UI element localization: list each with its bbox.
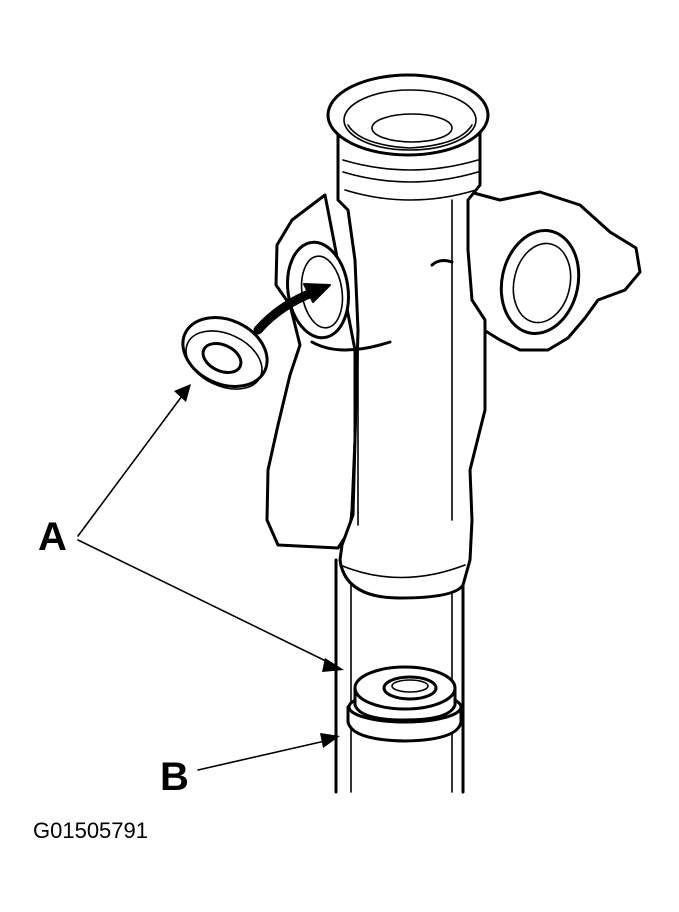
bushing-in-tube <box>353 665 457 722</box>
install-arrow <box>253 283 331 335</box>
callout-label-a: A <box>38 515 67 559</box>
leader-lines <box>77 384 344 771</box>
top-opening <box>326 73 490 157</box>
housing-body <box>265 128 642 600</box>
lower-tube <box>334 558 465 794</box>
callout-label-b: B <box>160 755 189 799</box>
loose-washer-a <box>181 316 269 390</box>
figure-id: G01505791 <box>33 818 148 843</box>
right-port <box>499 229 581 335</box>
